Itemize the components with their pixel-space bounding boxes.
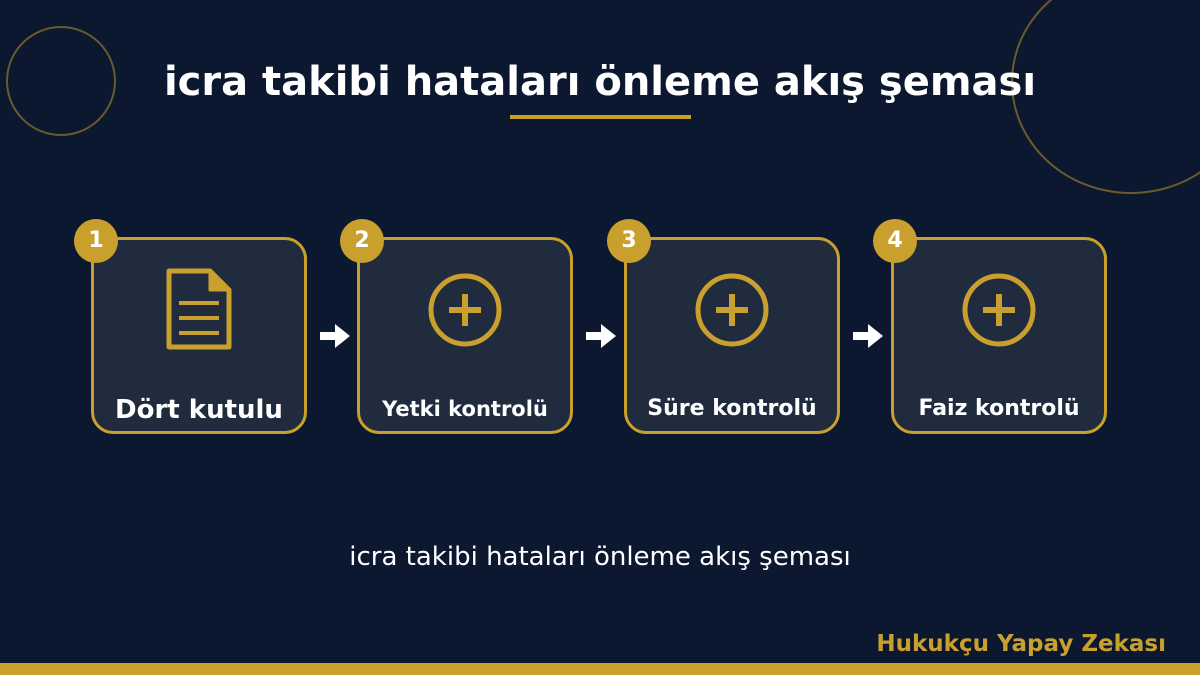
step-label-1: Dört kutulu [115,395,283,425]
step-number-1: 1 [74,219,118,263]
step-label-2: Yetki kontrolü [382,397,548,421]
step-card-3: Süre kontrolü [624,237,840,434]
plus-circle-icon [894,266,1104,352]
bottom-accent-bar [0,663,1200,675]
arrow-right-icon [320,324,350,348]
slide-title: icra takibi hataları önleme akış şeması [163,59,1037,105]
document-icon [94,266,304,352]
title-underline [510,115,691,119]
arrow-right-icon [853,324,883,348]
brand-label: Hukukçu Yapay Zekası [876,631,1166,657]
slide-caption: icra takibi hataları önleme akış şeması [349,542,851,572]
step-card-2: Yetki kontrolü [357,237,573,434]
decorative-circle-left [6,26,116,136]
step-number-4: 4 [873,219,917,263]
step-number-2: 2 [340,219,384,263]
step-number-3: 3 [607,219,651,263]
plus-circle-icon [360,266,570,352]
step-label-3: Süre kontrolü [647,396,817,421]
arrow-right-icon [586,324,616,348]
step-label-4: Faiz kontrolü [918,396,1080,421]
step-card-4: Faiz kontrolü [891,237,1107,434]
step-card-1: Dört kutulu [91,237,307,434]
plus-circle-icon [627,266,837,352]
